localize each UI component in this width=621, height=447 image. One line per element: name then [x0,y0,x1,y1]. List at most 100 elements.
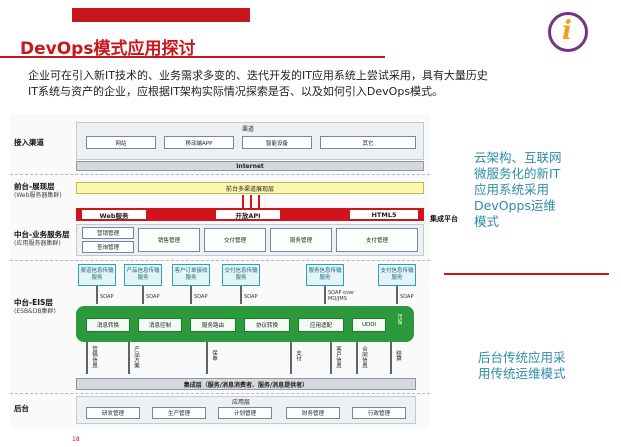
protocol-label: SOAP [194,294,208,300]
service-box: 支付管理 [336,228,418,252]
layer-label-back: 后台 [14,404,29,413]
bus-box: 消息控制 [138,318,182,332]
layer-middle-sub: (应用服务器集群) [14,240,61,247]
note-top-line: 微服务化的新IT [474,166,561,181]
arrow-icon [290,342,292,374]
service-box: 交付管理 [204,228,266,252]
back-integration-bar: 集成层（服务/消息消费者、服务/消息提供者） [76,378,416,390]
flow-label: 营销信息 [91,346,97,368]
bus-box: 服务路由 [190,318,236,332]
adapter-box: 支付信息传输服务 [378,264,416,286]
front-display-bar: 前台多渠道展现层 [76,182,424,194]
layer-eis-sub: (ESB&DB集群) [14,308,56,315]
protocol-label: SOAP [400,294,414,300]
backend-system: 行政管理 [352,407,406,419]
page-number: 18 [72,436,80,443]
bus-box: 应用适配 [298,318,344,332]
arrow-icon [190,286,192,304]
note-top-line: DevOpps运维 [474,198,556,213]
esb-tag: ESB [396,314,402,325]
backend-system: 计划管理 [218,407,272,419]
protocol-label: SOAP over MQ/JMS [328,290,355,302]
arrow-icon [128,342,130,374]
arrow-up-icon [258,195,260,209]
service-box: 销售管理 [138,228,200,252]
service-box: 查询管理 [82,241,134,253]
divider [10,260,430,261]
bus-box: UDDI [352,318,386,332]
channel-box: 其它 [320,136,416,149]
arrow-up-icon [250,195,252,209]
backend-system: 财务管理 [286,407,340,419]
service-box: 服务管理 [270,228,332,252]
adapter-box: 交付信息传输服务 [222,264,260,286]
bus-box: 消息转换 [86,318,130,332]
title-underline [0,56,385,58]
backend-system: 研发管理 [86,407,140,419]
layer-label-access: 接入渠道 [14,138,44,147]
channel-box: 移动端APP [164,136,234,149]
integration-platform-label: 集成平台 [430,215,458,223]
divider [10,393,430,394]
note-top-line: 应用系统采用 [474,182,550,197]
backend-system: 生产管理 [152,407,206,419]
flow-label: 产品方案 [133,346,139,368]
open-api-label: 开放API [216,210,280,220]
web-service-label: Web服务 [82,210,146,220]
slide-title: DevOps模式应用探讨 [20,39,196,59]
channel-box: 智能设备 [242,136,312,149]
flow-label: 客户信息 [335,346,341,368]
note-top: 云架构、互联网 微服务化的新IT 应用系统采用 DevOpps运维 模式 [474,150,562,230]
arrow-icon [206,342,208,374]
service-box: 营销管理 [82,227,134,239]
arrow-up-icon [242,195,244,209]
note-bottom-line: 用传统运维模式 [478,366,566,381]
internet-bar: Internet [76,161,424,171]
layer-front-title: 前台-展现层 [14,182,55,191]
layer-label-middle: 中台-业务服务层 (应用服务器集群) [14,230,70,248]
layer-eis-title: 中台-EIS层 [14,298,53,307]
divider [10,174,430,175]
access-panel-title: 渠道 [242,126,255,133]
layer-front-sub: (Web服务器集群) [14,192,62,199]
arrow-icon [324,286,326,304]
intro-text: 企业可在引入新IT技术的、业务需求多变的、迭代开发的IT应用系统上尝试采用，具有… [28,68,608,100]
note-top-line: 云架构、互联网 [474,150,562,165]
note-bottom-line: 后台传统应用采 [478,350,566,365]
arrow-icon [356,342,358,374]
layer-label-eis: 中台-EIS层 (ESB&DB集群) [14,298,56,316]
bus-box: 协议转换 [244,318,290,332]
flow-label: 结算 [395,350,401,361]
arrow-icon [142,286,144,304]
logo-letter: i [562,16,572,46]
intro-line-2: IT系统与资产的企业，应根据IT架构实际情况探索是否、以及如何引入DevOps模… [28,85,444,98]
adapter-box: 服务信息传输服务 [306,264,344,286]
layer-middle-title: 中台-业务服务层 [14,230,70,239]
adapter-box: 产品信息传输服务 [124,264,162,286]
header-accent-bar [72,8,250,22]
channel-box: 网站 [86,136,156,149]
arrow-icon [86,342,88,374]
arrow-icon [330,342,332,374]
arrow-icon [396,286,398,304]
adapter-box: 渠道信息传输服务 [78,264,116,286]
arrow-icon [96,286,98,304]
protocol-label: SOAP [146,294,160,300]
logo-icon [548,12,588,52]
arrow-icon [390,342,392,374]
architecture-diagram: 接入渠道 渠道 网站 移动端APP 智能设备 其它 Internet 前台-展现… [10,114,458,428]
html5-label: HTML5 [350,210,418,219]
note-divider [444,273,609,275]
adapter-box: 客户订单接收服务 [172,264,210,286]
note-bottom: 后台传统应用采 用传统运维模式 [478,350,566,382]
layer-label-front: 前台-展现层 (Web服务器集群) [14,182,62,200]
arrow-icon [240,286,242,304]
app-layer-title: 应用层 [232,399,251,406]
flow-label: 合同信息 [361,346,367,368]
protocol-label: SOAP [244,294,258,300]
note-top-line: 模式 [474,214,500,229]
flow-label: 支付 [295,350,301,361]
intro-line-1: 企业可在引入新IT技术的、业务需求多变的、迭代开发的IT应用系统上尝试采用，具有… [28,69,488,82]
flow-label: 保单 [211,350,217,361]
protocol-label: SOAP [100,294,114,300]
